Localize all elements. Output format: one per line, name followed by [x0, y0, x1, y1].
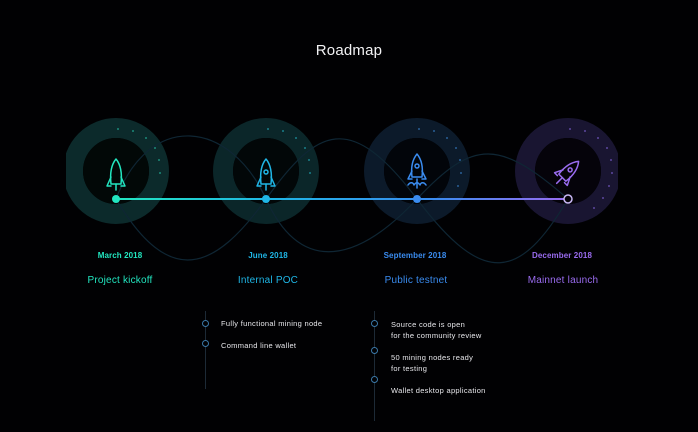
- milestone-node-4: [563, 194, 573, 204]
- task-bullet: [371, 376, 378, 383]
- milestone-label-3: Public testnet: [384, 275, 448, 286]
- task-bullet: [202, 340, 209, 347]
- task-item: Fully functional mining node: [221, 319, 323, 328]
- task-bullet: [371, 320, 378, 327]
- rocket-icon: [256, 158, 276, 191]
- task-item: Command line wallet: [221, 341, 297, 350]
- rocket-flying-icon: [553, 160, 580, 187]
- milestone-node-1: [112, 195, 120, 203]
- milestone-halo-2: [213, 118, 319, 224]
- task-item: Source code is open for the community re…: [391, 320, 482, 340]
- task-bullet: [202, 320, 209, 327]
- task-list-line: [205, 311, 206, 389]
- task-bullet: [371, 347, 378, 354]
- milestone-halo-3: [364, 118, 470, 224]
- milestone-halo-1: [66, 118, 169, 224]
- milestone-date-1: March 2018: [97, 251, 143, 260]
- rocket-icon: [106, 158, 126, 191]
- milestone-label-2: Internal POC: [237, 275, 299, 286]
- milestone-date-4: December 2018: [531, 251, 592, 260]
- task-item: Wallet desktop application: [391, 386, 486, 395]
- page-title: Roadmap: [315, 42, 383, 59]
- task-list-line: [374, 311, 375, 421]
- task-item: 50 mining nodes ready for testing: [391, 353, 474, 373]
- milestone-label-1: Project kickoff: [87, 275, 153, 286]
- milestone-node-2: [262, 195, 270, 203]
- milestone-label-4: Mainnet launch: [527, 275, 599, 286]
- milestone-node-3: [413, 195, 421, 203]
- rocket-launch-icon: [407, 153, 427, 189]
- milestone-date-2: June 2018: [248, 251, 288, 260]
- milestone-date-3: September 2018: [383, 251, 447, 260]
